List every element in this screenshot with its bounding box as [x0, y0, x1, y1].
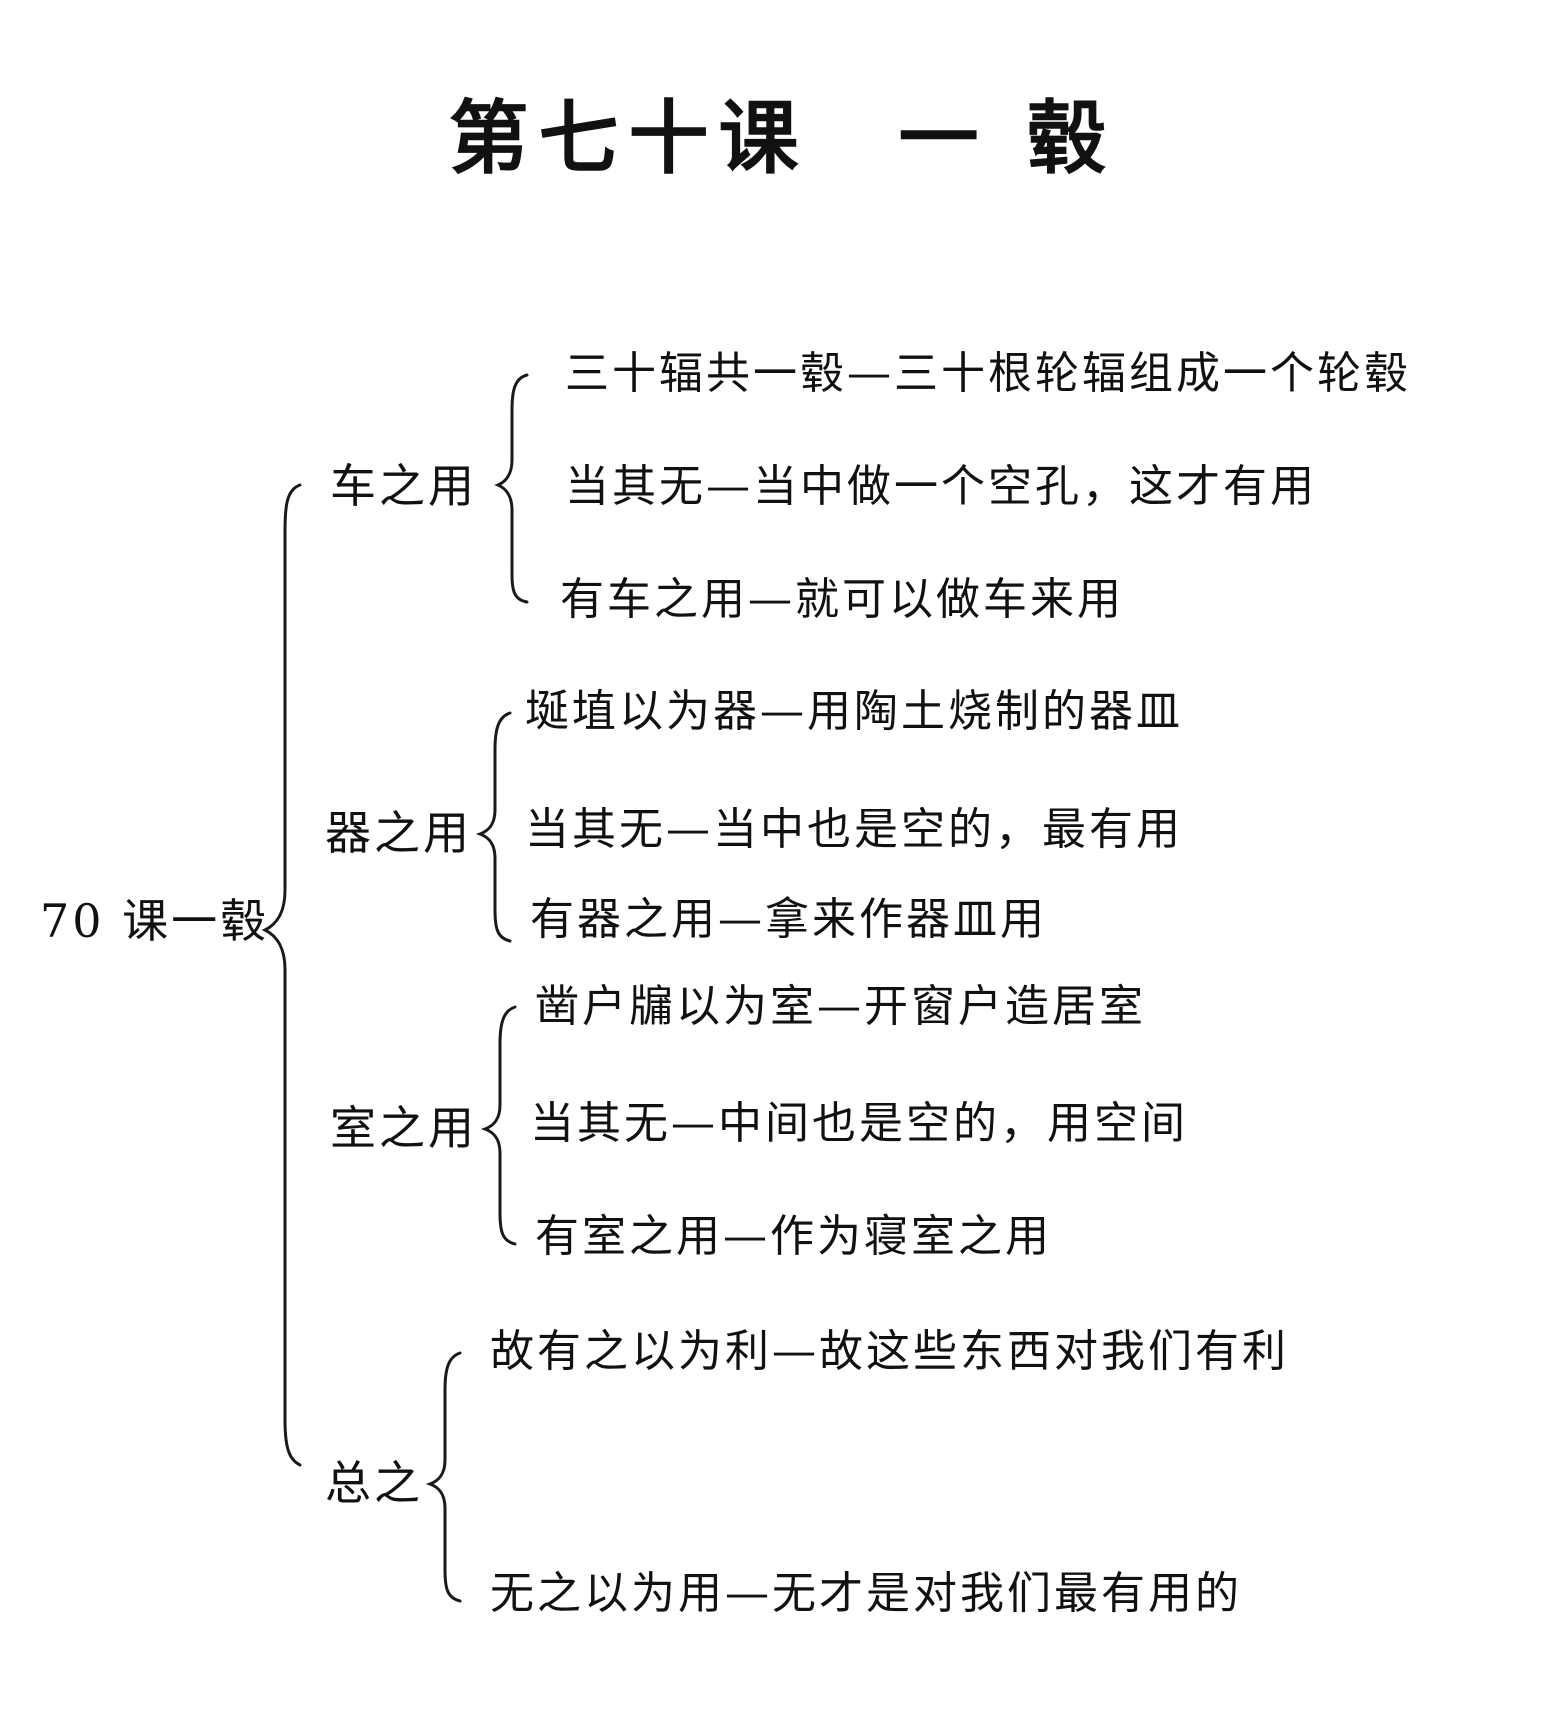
- branch-brace-3: [480, 1005, 517, 1246]
- root-label: 70 课一毂: [40, 894, 270, 948]
- branch-brace-2: [475, 711, 512, 943]
- root-brace: [261, 483, 302, 1467]
- branch-label-3: 室之用: [330, 1101, 477, 1155]
- leaf-2-3: 有器之用—拿来作器皿用: [530, 894, 1047, 945]
- branch-brace-1: [494, 373, 529, 604]
- leaf-4-1: 故有之以为利—故这些东西对我们有利: [490, 1326, 1289, 1377]
- leaf-1-1: 三十辐共一毂—三十根轮辐组成一个轮毂: [565, 348, 1411, 399]
- branch-label-2: 器之用: [325, 806, 472, 860]
- leaf-3-3: 有室之用—作为寝室之用: [535, 1211, 1052, 1262]
- leaf-2-2: 当其无—当中也是空的，最有用: [525, 804, 1183, 855]
- leaf-3-2: 当其无—中间也是空的，用空间: [530, 1098, 1188, 1149]
- leaf-1-2: 当其无—当中做一个空孔，这才有用: [565, 461, 1317, 512]
- leaf-3-1: 凿户牖以为室—开窗户造居室: [535, 981, 1146, 1032]
- lesson-title: 第七十课 一 毂: [448, 91, 1117, 185]
- branch-label-4: 总之: [325, 1456, 423, 1510]
- leaf-4-2: 无之以为用—无才是对我们最有用的: [490, 1568, 1242, 1619]
- leaf-2-1: 埏埴以为器—用陶土烧制的器皿: [525, 686, 1183, 737]
- branch-brace-4: [425, 1351, 462, 1603]
- leaf-1-3: 有车之用—就可以做车来用: [560, 574, 1124, 625]
- branch-label-1: 车之用: [330, 459, 477, 513]
